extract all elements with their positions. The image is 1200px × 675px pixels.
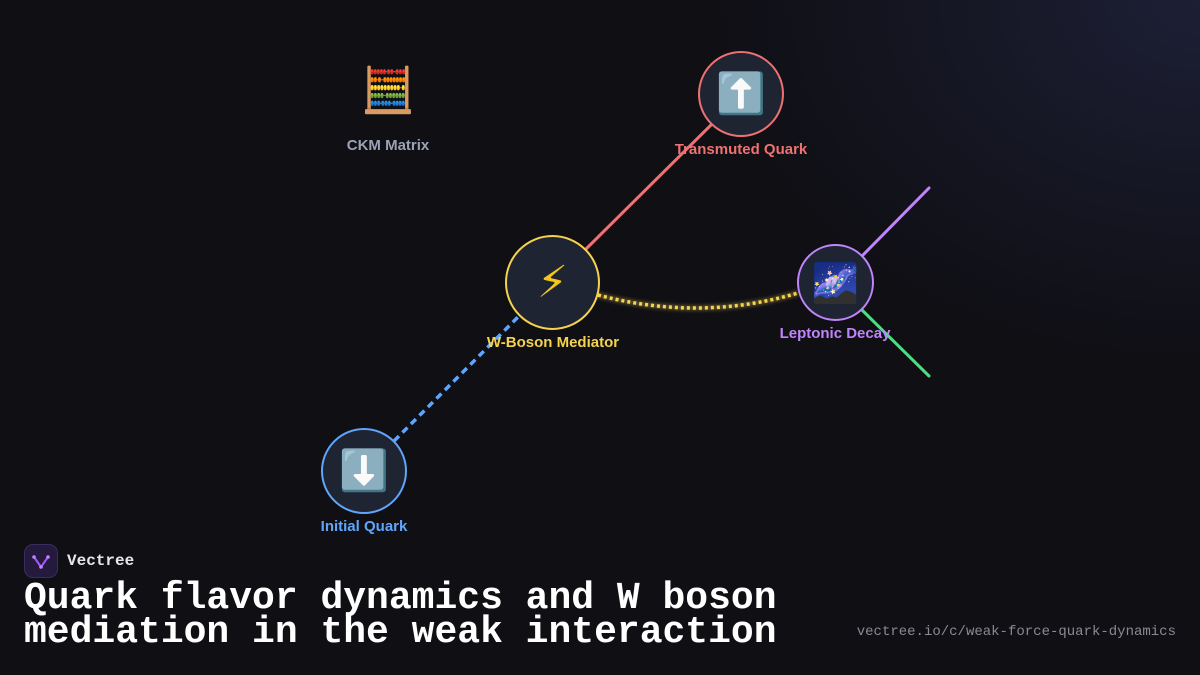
vectree-logo-icon bbox=[24, 544, 58, 578]
milky-way-icon: 🌌 bbox=[811, 260, 860, 305]
page-title: Quark flavor dynamics and W boson mediat… bbox=[24, 577, 777, 654]
edge-wboson-to-leptonic bbox=[597, 291, 799, 310]
ckm-matrix-node[interactable]: 🧮 bbox=[356, 58, 420, 122]
lightning-icon: ⚡ bbox=[537, 256, 568, 308]
edge-initial-to-wboson bbox=[392, 315, 520, 443]
leptonic-decay-label: Leptonic Decay bbox=[779, 325, 891, 342]
brand-name: Vectree bbox=[67, 552, 135, 570]
initial-quark-label: Initial Quark bbox=[320, 518, 408, 535]
page-url[interactable]: vectree.io/c/weak-force-quark-dynamics bbox=[856, 624, 1176, 640]
leptonic-decay-node[interactable]: 🌌 bbox=[797, 244, 874, 321]
abacus-icon: 🧮 bbox=[360, 65, 416, 116]
w-boson-mediator-label: W-Boson Mediator bbox=[486, 334, 620, 351]
edge-leptonic-branch-a bbox=[860, 186, 931, 258]
w-boson-mediator-node[interactable]: ⚡ bbox=[505, 235, 600, 330]
up-arrow-icon: ⬆️ bbox=[716, 71, 766, 117]
edge-wboson-to-transmuted bbox=[584, 122, 714, 251]
edge-leptonic-branch-b bbox=[860, 308, 931, 378]
down-arrow-icon: ⬇️ bbox=[339, 448, 389, 494]
transmuted-quark-label: Transmuted Quark bbox=[674, 141, 808, 158]
initial-quark-node[interactable]: ⬇️ bbox=[321, 428, 407, 514]
ckm-matrix-label: CKM Matrix bbox=[346, 137, 430, 154]
brand[interactable]: Vectree bbox=[24, 544, 134, 578]
transmuted-quark-node[interactable]: ⬆️ bbox=[698, 51, 784, 137]
